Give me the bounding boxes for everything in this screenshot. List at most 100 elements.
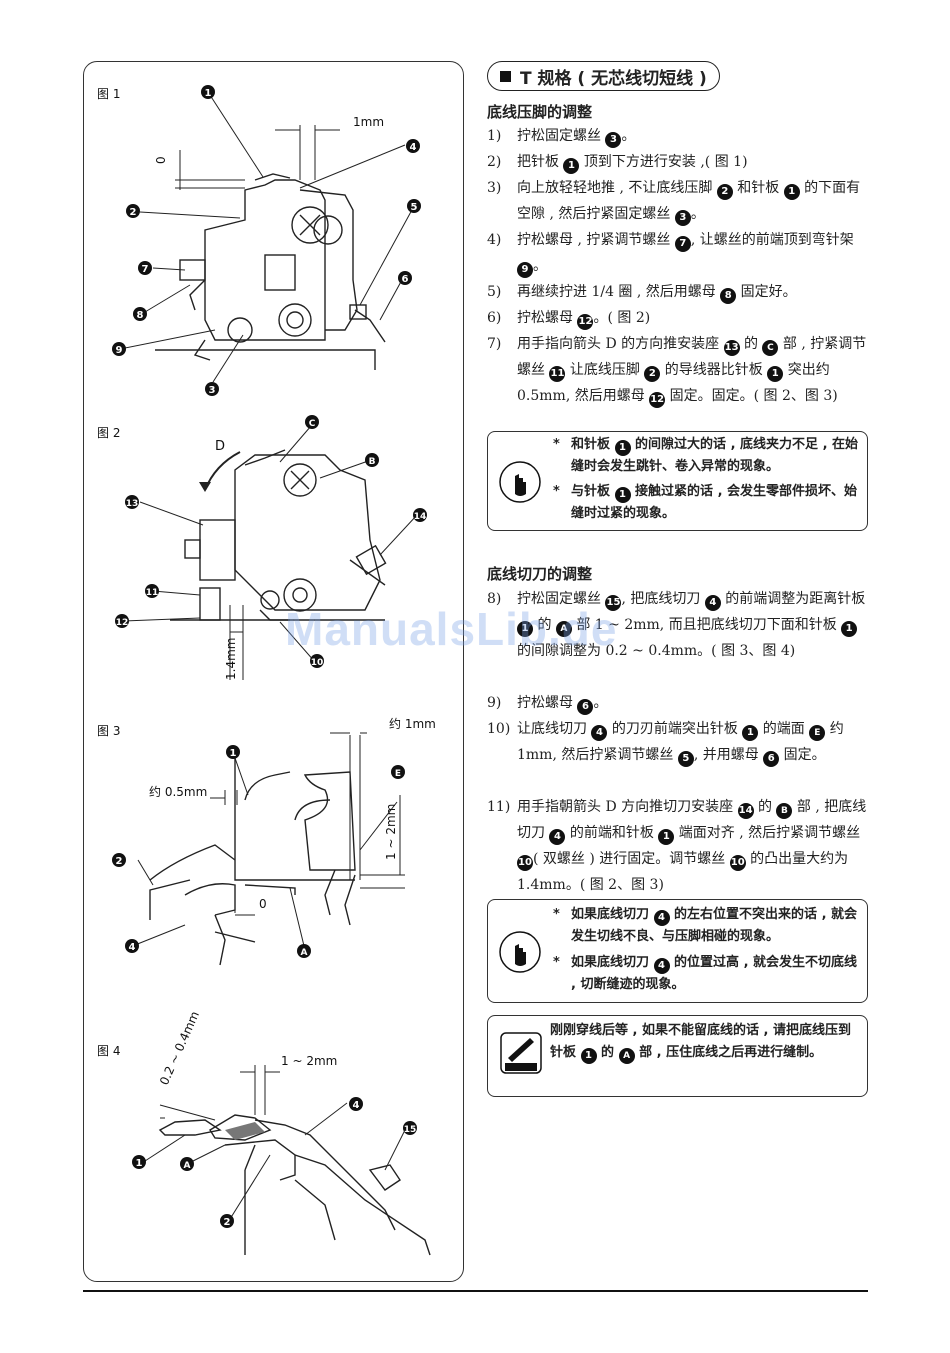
reference-mark: 1 bbox=[614, 487, 631, 503]
step-number: 1) bbox=[487, 128, 502, 144]
step-number: 8) bbox=[487, 591, 502, 607]
section2-step: 11)用手指朝箭头 D 方向推切刀安装座 14 的 B 部 , 把底线切刀 4 … bbox=[487, 794, 871, 898]
section-header-title: T 规格 ( 无芯线切短线 ) bbox=[520, 68, 707, 89]
fig1-callout: 1 bbox=[205, 88, 212, 99]
fig4-label: 图 4 bbox=[97, 1044, 121, 1058]
step-text: 让底线切刀 4 的刀刃前端突出针板 1 的端面 E 约 1mm, 然后拧紧调节螺… bbox=[487, 716, 871, 768]
fig2-callout: 11 bbox=[146, 588, 159, 598]
step-text: 再继续拧进 1/4 圈 , 然后用螺母 8 固定好。 bbox=[487, 279, 871, 305]
fig3-callouts: 1 E 2 4 A bbox=[112, 745, 405, 958]
caution-2-item-2: 如果底线切刀 4 的位置过高 , 就会发生不切底线 , 切断缝迹的现象。 bbox=[571, 955, 858, 992]
fig4-drawing: 0.2 ~ 0.4mm 1 ~ 2mm 4 15 1 A 2 bbox=[132, 1009, 431, 1256]
fig3-callout: 2 bbox=[116, 856, 123, 867]
fig4-callout: 2 bbox=[224, 1217, 231, 1228]
step-text: 拧松螺母 6。 bbox=[487, 690, 871, 716]
fig2-callout: 10 bbox=[311, 658, 324, 668]
figures-panel bbox=[83, 61, 464, 1282]
step-number: 10) bbox=[487, 721, 511, 737]
reference-mark: 6 bbox=[763, 751, 780, 767]
reference-mark: 1 bbox=[517, 621, 533, 637]
reference-mark: 1 bbox=[658, 829, 675, 845]
reference-mark: 11 bbox=[549, 366, 566, 382]
fig3-dim-approx-1mm: 约 1mm bbox=[389, 716, 436, 731]
section1-step: 3)向上放轻轻地推 , 不让底线压脚 2 和针板 1 的下面有空隙 , 然后拧紧… bbox=[487, 175, 871, 227]
reference-mark: B bbox=[776, 803, 793, 819]
caution-box-2: *如果底线切刀 4 的左右位置不突出来的话 , 就会发生切线不良、与压脚相碰的现… bbox=[487, 899, 868, 1003]
section1-step: 7)用手指向箭头 D 的方向推安装座 13 的 C 部 , 拧紧调节螺丝 11 … bbox=[487, 331, 871, 409]
fig2-dim-14mm: 1.4mm bbox=[224, 638, 238, 680]
reference-mark: 4 bbox=[549, 829, 566, 845]
fig1-drawing: 1mm 0 1 2 3 4 5 6 7 8 9 bbox=[112, 85, 421, 396]
reference-mark: 1 bbox=[767, 366, 784, 382]
step-number: 11) bbox=[487, 799, 511, 815]
fig2-callout: 13 bbox=[126, 499, 139, 509]
step-text: 把针板 1 顶到下方进行安装 ,( 图 1) bbox=[487, 149, 871, 175]
section2-step: 8)拧松固定螺丝 15, 把底线切刀 4 的前端调整为距离针板 1 的 A 部 … bbox=[487, 586, 871, 664]
fig2-callout: 14 bbox=[414, 512, 427, 522]
reference-mark: 4 bbox=[653, 958, 670, 974]
reference-mark: 14 bbox=[737, 803, 754, 819]
fig1-dim-zero: 0 bbox=[154, 156, 168, 164]
reference-mark: 1 bbox=[563, 158, 580, 174]
reference-mark: 4 bbox=[704, 595, 721, 611]
reference-mark: 2 bbox=[716, 184, 733, 200]
reference-mark: 7 bbox=[674, 236, 691, 252]
fig1-callout: 4 bbox=[410, 142, 417, 153]
caution-box-1: *和针板 1 的间隙过大的话 , 底线夹力不足 , 在始缝时会发生跳针、卷入异常… bbox=[487, 431, 868, 531]
reference-mark: 3 bbox=[605, 132, 622, 148]
reference-mark: A bbox=[618, 1048, 635, 1064]
fig3-dim-approx-05mm: 约 0.5mm bbox=[149, 784, 207, 799]
reference-mark: 1 bbox=[841, 621, 858, 637]
step-number: 6) bbox=[487, 310, 502, 326]
fig1-callout: 6 bbox=[402, 274, 409, 285]
reference-mark: 6 bbox=[577, 699, 594, 715]
fig2-callout: 12 bbox=[116, 618, 129, 628]
step-number: 7) bbox=[487, 336, 502, 352]
caution-hand-icon bbox=[499, 931, 541, 973]
section1-step: 5)再继续拧进 1/4 圈 , 然后用螺母 8 固定好。 bbox=[487, 279, 871, 305]
caution-1-item-2: 与针板 1 接触过紧的话 , 会发生零部件损坏、始缝时过紧的现象。 bbox=[571, 484, 858, 521]
reference-mark: 1 bbox=[580, 1048, 597, 1064]
fig2-arrow-label: D bbox=[215, 439, 225, 454]
reference-mark: 8 bbox=[720, 288, 737, 304]
fig1-dim-1mm: 1mm bbox=[353, 115, 384, 129]
step-text: 用手指朝箭头 D 方向推切刀安装座 14 的 B 部 , 把底线切刀 4 的前端… bbox=[517, 799, 867, 893]
reference-mark: 12 bbox=[577, 314, 594, 330]
reference-mark: 10 bbox=[517, 855, 533, 871]
reference-mark: 1 bbox=[614, 440, 631, 456]
fig4-callout: 1 bbox=[136, 1158, 143, 1169]
section1-step: 4)拧松螺母 , 拧紧调节螺丝 7, 让螺丝的前端顶到弯针架 9。 bbox=[487, 227, 871, 279]
reference-mark: 1 bbox=[783, 184, 800, 200]
reference-mark: 9 bbox=[517, 262, 533, 278]
step-number: 4) bbox=[487, 232, 502, 248]
fig3-callout: 4 bbox=[129, 942, 136, 953]
fig3-callout: A bbox=[301, 948, 308, 958]
fig4-callout: A bbox=[184, 1161, 191, 1171]
section2-title: 底线切刀的调整 bbox=[487, 565, 593, 583]
fig4-callout: 4 bbox=[353, 1100, 360, 1111]
reference-mark: C bbox=[762, 340, 779, 356]
section1-step: 1)拧松固定螺丝 3。 bbox=[487, 123, 871, 149]
instructions-column: T 规格 ( 无芯线切短线 ) 底线压脚的调整 1)拧松固定螺丝 3。2)把针板… bbox=[487, 61, 871, 1097]
reference-mark: 13 bbox=[723, 340, 740, 356]
step-number: 9) bbox=[487, 695, 502, 711]
reference-text: 刚刚穿线后等 , 如果不能留底线的话 , 请把底线压到针板 1 的 A 部 , … bbox=[550, 1020, 861, 1064]
reference-mark: 15 bbox=[605, 595, 622, 611]
fig3-drawing: 约 1mm 约 0.5mm 1 ~ 2mm 0 1 E 2 4 A bbox=[112, 716, 436, 966]
reference-mark: 1 bbox=[742, 725, 759, 741]
fig4-dim-1-2mm: 1 ~ 2mm bbox=[281, 1054, 337, 1068]
fig1-callout: 8 bbox=[137, 310, 144, 321]
reference-mark: 10 bbox=[729, 855, 746, 871]
step-text: 用手指向箭头 D 的方向推安装座 13 的 C 部 , 拧紧调节螺丝 11 让底… bbox=[487, 331, 871, 409]
section1-step: 6)拧松螺母 12。( 图 2) bbox=[487, 305, 871, 331]
reference-mark: 3 bbox=[674, 210, 691, 226]
fig1-callout: 2 bbox=[130, 207, 137, 218]
reference-mark: 5 bbox=[677, 751, 694, 767]
step-text: 拧松螺母 12。( 图 2) bbox=[487, 305, 871, 331]
caution-1-item-1: 和针板 1 的间隙过大的话 , 底线夹力不足 , 在始缝时会发生跳针、卷入异常的… bbox=[571, 437, 859, 474]
fig3-callout: E bbox=[395, 769, 401, 779]
fig1-callout: 9 bbox=[116, 345, 123, 356]
step-text: 拧松固定螺丝 3。 bbox=[487, 123, 871, 149]
fig1-callout: 5 bbox=[411, 202, 418, 213]
fig4-callout: 15 bbox=[404, 1125, 417, 1135]
